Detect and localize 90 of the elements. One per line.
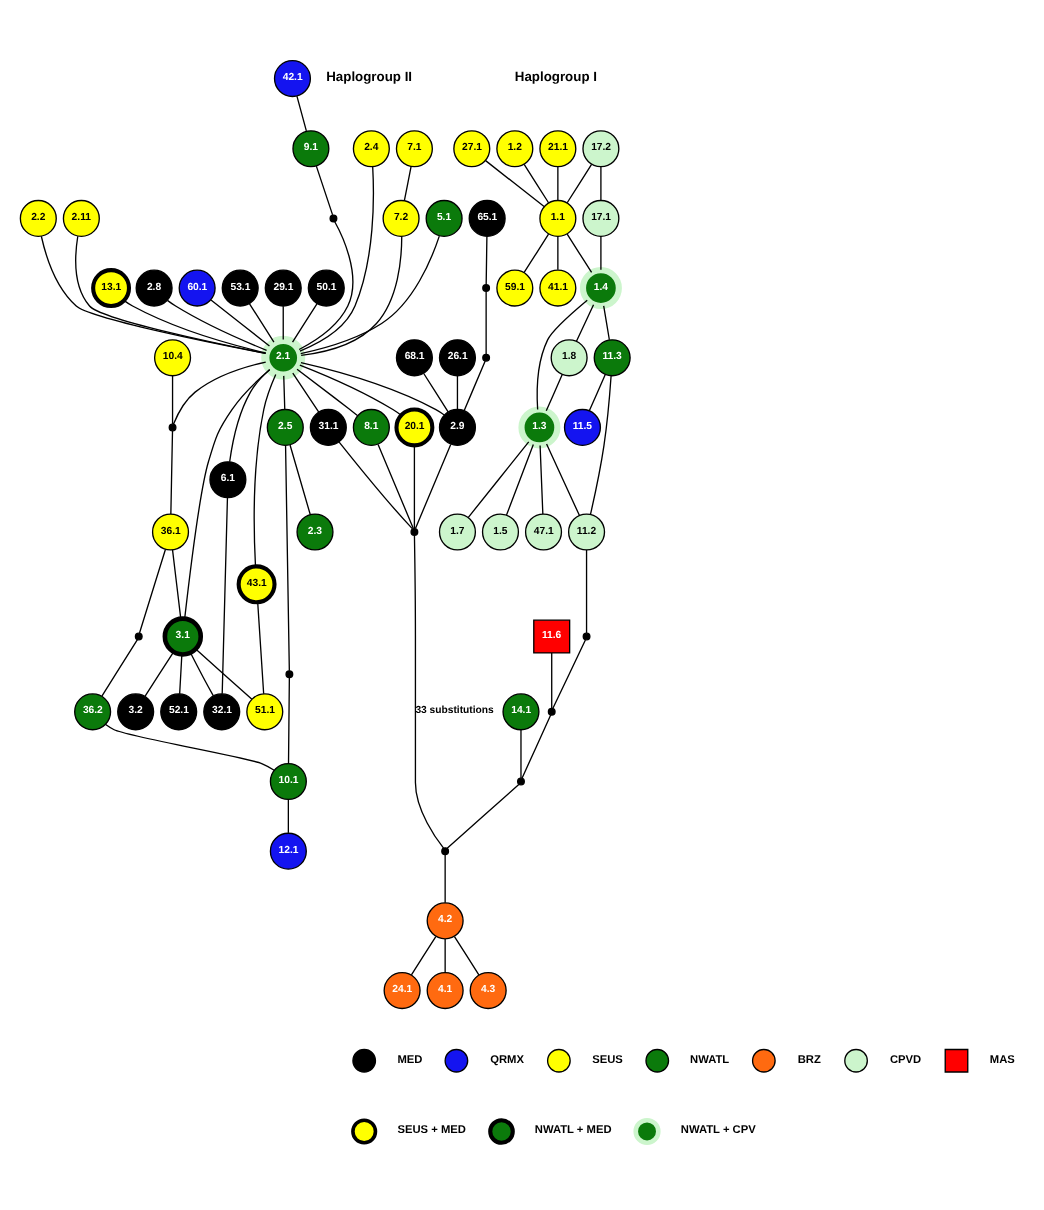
connector	[377, 443, 414, 530]
connector	[315, 165, 334, 216]
connector	[551, 652, 553, 709]
connector	[453, 935, 480, 976]
connector	[195, 648, 253, 700]
connector	[210, 299, 271, 347]
connector	[444, 854, 446, 904]
node-circle	[168, 423, 177, 432]
connector	[75, 235, 267, 354]
connector	[413, 444, 416, 530]
connector	[485, 235, 488, 286]
connector	[138, 548, 167, 634]
connector	[171, 375, 174, 425]
node-circle	[482, 353, 491, 362]
connector	[467, 441, 530, 519]
connector	[101, 639, 139, 697]
node-circle	[547, 707, 556, 716]
connector	[221, 497, 229, 695]
node-circle	[329, 214, 338, 223]
connector	[40, 235, 267, 355]
connector	[282, 305, 284, 341]
connector	[566, 163, 593, 204]
node-circle	[285, 670, 294, 679]
connector	[170, 430, 174, 515]
connector	[575, 304, 595, 342]
connector	[456, 375, 459, 410]
connector	[184, 369, 271, 620]
connector	[463, 360, 486, 412]
connector	[291, 303, 318, 343]
connector	[557, 235, 559, 271]
connector	[413, 534, 445, 849]
connector	[446, 783, 520, 849]
node-circle	[134, 632, 143, 641]
connector	[484, 159, 545, 208]
connector	[296, 95, 307, 132]
node-circle	[517, 777, 525, 786]
connector	[545, 373, 563, 412]
connector	[414, 443, 452, 530]
connector	[299, 166, 375, 352]
connector	[123, 299, 267, 354]
connector	[300, 235, 440, 355]
connector	[588, 373, 606, 412]
node-circle	[482, 284, 491, 293]
connector	[179, 653, 183, 695]
connector	[539, 444, 544, 515]
connector	[284, 445, 290, 672]
connector	[287, 677, 291, 765]
node-circle	[582, 632, 591, 641]
connector	[520, 729, 522, 779]
connector	[423, 372, 449, 413]
connector	[485, 291, 487, 355]
connector	[283, 375, 286, 410]
connector	[300, 361, 445, 416]
connector	[298, 221, 354, 351]
connector	[289, 444, 311, 516]
connector	[600, 166, 602, 201]
connector	[248, 303, 275, 343]
connector	[253, 373, 277, 567]
connector	[144, 651, 175, 698]
connector	[545, 443, 580, 516]
connector	[287, 798, 290, 834]
connector	[292, 372, 320, 413]
connector	[505, 443, 534, 516]
connector	[521, 714, 552, 779]
connector	[566, 233, 593, 274]
connector	[257, 601, 265, 695]
connector	[300, 235, 403, 357]
connector	[536, 299, 588, 411]
connector	[403, 165, 412, 202]
connector	[171, 549, 182, 620]
node-circle	[441, 847, 450, 856]
connector	[299, 364, 402, 416]
connector	[589, 375, 612, 515]
connector	[229, 368, 271, 463]
connector	[172, 361, 267, 425]
connector	[338, 441, 414, 530]
node-circle	[410, 528, 419, 536]
connector	[296, 368, 359, 417]
connector	[603, 305, 610, 341]
connector	[600, 235, 602, 271]
connector	[585, 549, 588, 634]
connector	[410, 935, 437, 976]
connector	[523, 233, 550, 274]
connector	[444, 938, 446, 973]
connector	[557, 166, 559, 201]
connector	[189, 652, 215, 697]
connector	[552, 639, 587, 709]
connector	[166, 299, 268, 351]
connector	[523, 163, 550, 204]
connector	[105, 723, 275, 771]
